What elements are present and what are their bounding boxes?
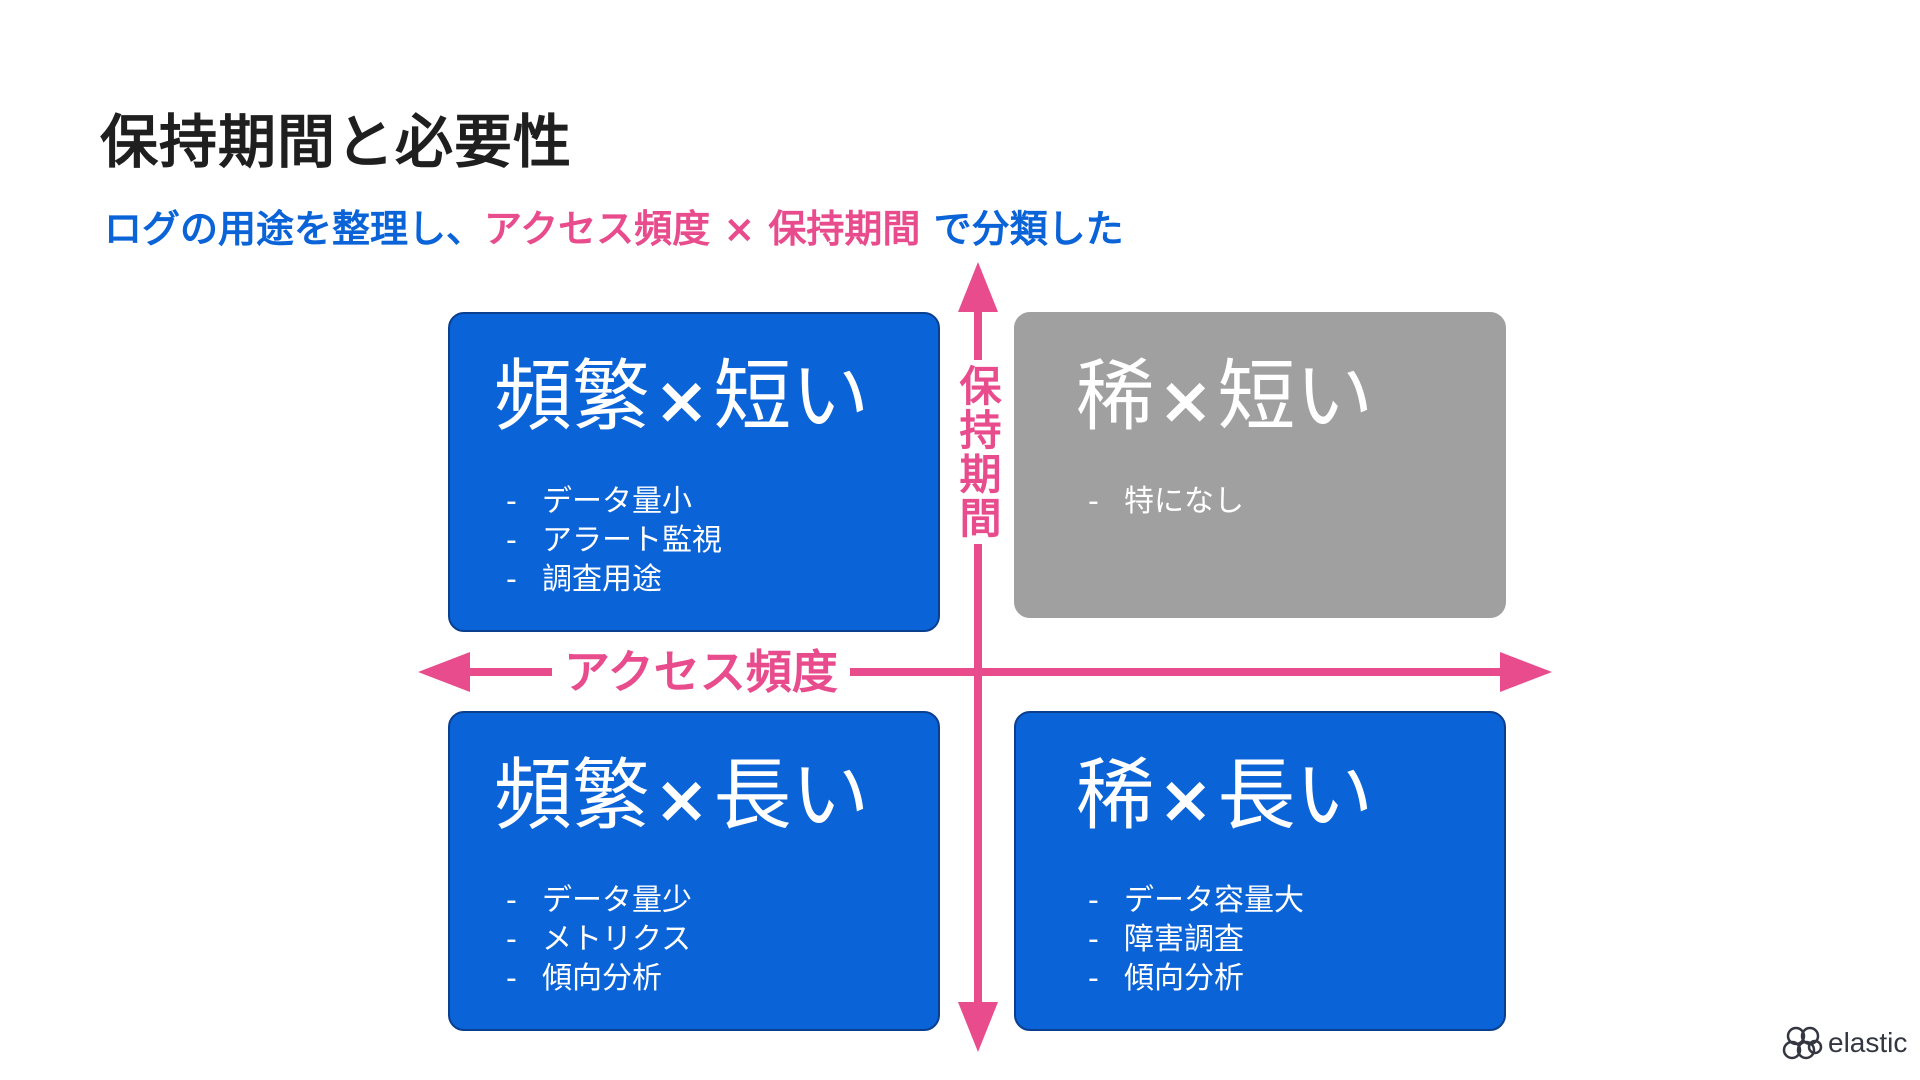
horizontal-axis-label: アクセス頻度 [552, 640, 850, 704]
page-title: 保持期間と必要性 [100, 108, 573, 176]
quadrant-rare-short: 稀×短い -特になし [1014, 312, 1506, 618]
subtitle: ログの用途を整理し、アクセス頻度 × 保持期間 で分類した [104, 198, 1124, 253]
quadrant-frequent-long: 頻繁×長い -データ量少 -メトリクス -傾向分析 [448, 711, 940, 1031]
subtitle-intro: ログの用途を整理し、 [104, 207, 485, 251]
list-item: -データ容量大 [1088, 883, 1304, 918]
list-item: -データ量小 [506, 484, 692, 519]
list-item: -特になし [1088, 484, 1244, 519]
quadrant-list: -特になし [1088, 482, 1244, 521]
quadrant-heading: 頻繁×長い [494, 751, 870, 841]
quadrant-heading: 稀×短い [1076, 352, 1374, 442]
horizontal-axis-arrow-left [418, 652, 470, 692]
list-item: -メトリクス [506, 922, 692, 957]
list-item: -調査用途 [506, 562, 662, 597]
quadrant-heading: 稀×長い [1076, 751, 1374, 841]
quadrant-list: -データ量小 -アラート監視 -調査用途 [506, 482, 722, 599]
list-item: -データ量少 [506, 883, 692, 918]
vertical-axis-arrow-up [958, 262, 998, 312]
subtitle-outro: で分類した [920, 207, 1124, 251]
quadrant-heading: 頻繁×短い [494, 352, 870, 442]
elastic-logo-icon [1782, 1026, 1823, 1060]
list-item: -傾向分析 [506, 961, 662, 996]
list-item: -アラート監視 [506, 523, 722, 558]
vertical-axis-label: 保持期間 [950, 360, 1004, 544]
list-item: -障害調査 [1088, 922, 1244, 957]
quadrant-list: -データ容量大 -障害調査 -傾向分析 [1088, 881, 1304, 998]
quadrant-rare-long: 稀×長い -データ容量大 -障害調査 -傾向分析 [1014, 711, 1506, 1031]
subtitle-axes: アクセス頻度 × 保持期間 [484, 207, 921, 251]
elastic-logo-text: elastic [1828, 1027, 1908, 1058]
horizontal-axis-arrow-right [1500, 652, 1552, 692]
quadrant-frequent-short: 頻繁×短い -データ量小 -アラート監視 -調査用途 [448, 312, 940, 632]
vertical-axis-arrow-down [958, 1002, 998, 1052]
elastic-logo: elastic [1782, 1022, 1907, 1064]
quadrant-list: -データ量少 -メトリクス -傾向分析 [506, 881, 692, 998]
list-item: -傾向分析 [1088, 961, 1244, 996]
